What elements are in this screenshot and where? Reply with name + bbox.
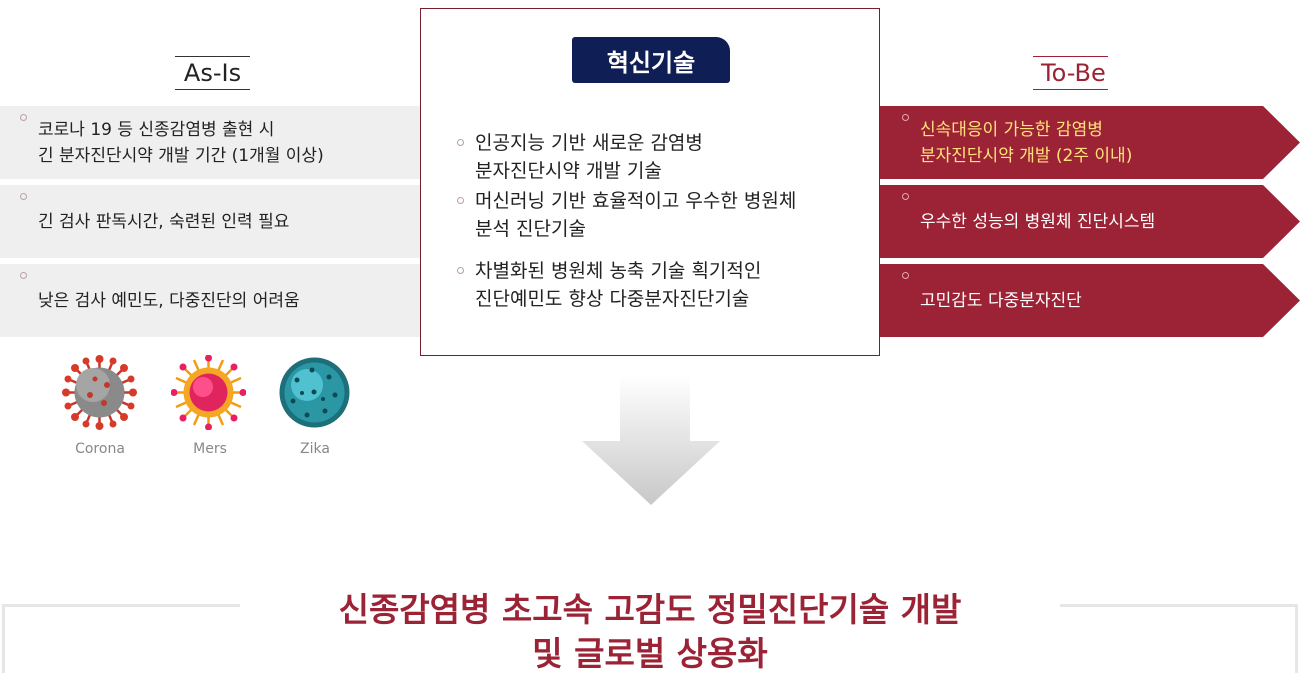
tobe-item-3: 고민감도 다중분자진단: [880, 264, 1300, 337]
bullet-icon: [902, 114, 909, 121]
tobe-item-2-text: 우수한 성능의 병원체 진단시스템: [920, 211, 1156, 232]
result-title: 신종감염병 초고속 고감도 정밀진단기술 개발 및 글로벌 상용화: [240, 588, 1060, 673]
innovation-box: 혁신기술 인공지능 기반 새로운 감염병 분자진단시약 개발 기술 머신러닝 기…: [420, 8, 880, 356]
tobe-arrow-shape: [880, 106, 1300, 179]
bullet-icon: [20, 114, 27, 121]
bullet-icon: [457, 267, 464, 274]
mers-virus-icon: [171, 355, 246, 430]
asis-item-1: 코로나 19 등 신종감염병 출현 시 긴 분자진단시약 개발 기간 (1개월 …: [0, 106, 420, 179]
innovation-item-3-text: 차별화된 병원체 농축 기술 획기적인 진단예민도 향상 다중분자진단기술: [475, 260, 762, 310]
innovation-title: 혁신기술: [572, 37, 730, 83]
innovation-item-1-text: 인공지능 기반 새로운 감염병 분자진단시약 개발 기술: [475, 132, 703, 182]
innovation-item-3: 차별화된 병원체 농축 기술 획기적인 진단예민도 향상 다중분자진단기술: [457, 257, 761, 313]
asis-item-3: 낮은 검사 예민도, 다중진단의 어려움: [0, 264, 420, 337]
tobe-arrow-shape: [880, 185, 1300, 258]
virus-label-zika: Zika: [300, 441, 330, 457]
asis-item-3-text: 낮은 검사 예민도, 다중진단의 어려움: [38, 290, 300, 311]
innovation-item-2: 머신러닝 기반 효율적이고 우수한 병원체 분석 진단기술: [457, 187, 796, 243]
corona-virus-icon: [62, 355, 137, 430]
asis-item-2: 긴 검사 판독시간, 숙련된 인력 필요: [0, 185, 420, 258]
tobe-item-3-text: 고민감도 다중분자진단: [920, 290, 1082, 311]
bullet-icon: [902, 272, 909, 279]
tobe-item-1-text: 신속대응이 가능한 감염병 분자진단시약 개발 (2주 이내): [920, 119, 1133, 166]
tobe-title: To-Be: [1033, 56, 1108, 90]
bullet-icon: [902, 193, 909, 200]
asis-item-1-text: 코로나 19 등 신종감염병 출현 시 긴 분자진단시약 개발 기간 (1개월 …: [38, 119, 324, 166]
zika-virus-icon: [279, 357, 350, 428]
bullet-icon: [20, 193, 27, 200]
virus-label-corona: Corona: [75, 441, 125, 457]
asis-title: As-Is: [175, 56, 250, 90]
innovation-item-1: 인공지능 기반 새로운 감염병 분자진단시약 개발 기술: [457, 129, 703, 185]
virus-label-mers: Mers: [193, 441, 227, 457]
down-arrow-icon: [582, 375, 720, 505]
bullet-icon: [457, 139, 464, 146]
innovation-item-2-text: 머신러닝 기반 효율적이고 우수한 병원체 분석 진단기술: [475, 190, 797, 240]
asis-item-2-text: 긴 검사 판독시간, 숙련된 인력 필요: [38, 211, 290, 232]
bullet-icon: [20, 272, 27, 279]
tobe-item-1: 신속대응이 가능한 감염병 분자진단시약 개발 (2주 이내): [880, 106, 1300, 179]
tobe-item-2: 우수한 성능의 병원체 진단시스템: [880, 185, 1300, 258]
tobe-arrow-shape: [880, 264, 1300, 337]
bullet-icon: [457, 197, 464, 204]
